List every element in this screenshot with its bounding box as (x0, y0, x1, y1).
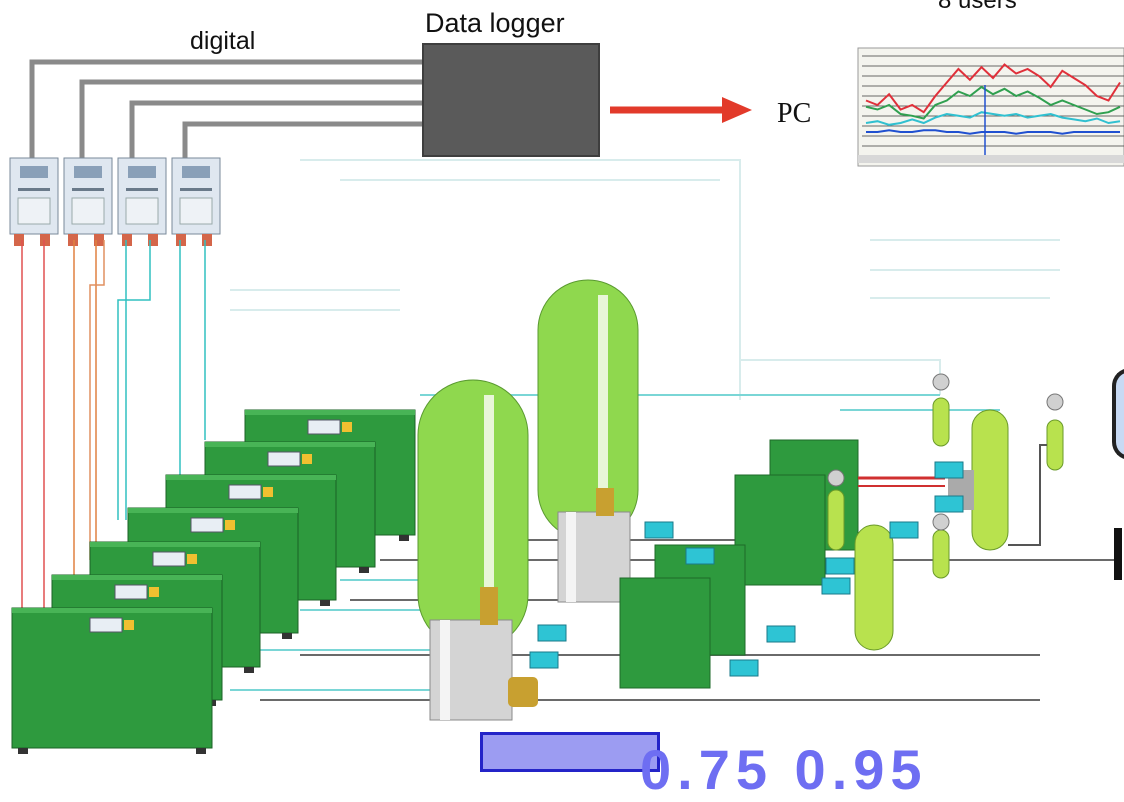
highlight-box (480, 732, 660, 772)
receiver-tank-right (537, 279, 639, 603)
users-label: 8 users (938, 0, 1017, 14)
trend-series-3 (866, 129, 1120, 135)
receiver-tank-left (417, 379, 538, 721)
digital-label: digital (190, 27, 256, 55)
arrow-to-pc (610, 97, 752, 123)
sensor-1 (529, 651, 559, 669)
sensor-7 (825, 557, 855, 575)
signal-wires (21, 240, 206, 650)
compressor-7 (11, 607, 213, 754)
sensor-4 (685, 547, 715, 565)
trend-series-2 (865, 85, 1121, 120)
flow-meter-1 (9, 157, 59, 246)
compressor-stack (11, 409, 416, 754)
trend-series-4 (865, 111, 1121, 126)
sensor-11 (821, 577, 851, 595)
bottom-values-text: 0.75 0.95 (640, 738, 928, 801)
compressed-air-monitoring-diagram: Data logger digital PC 8 users 0.75 0.95 (9, 0, 1124, 801)
flow-meter-2 (63, 157, 113, 246)
diagram-canvas (9, 43, 1124, 754)
sensor-5 (729, 659, 759, 677)
filters-separators (827, 373, 1064, 651)
sensor-8 (889, 521, 919, 539)
faint-schematic-lines (230, 159, 1060, 400)
trend-chart (857, 47, 1124, 167)
digital-cables (29, 59, 425, 165)
trend-series-1 (865, 63, 1121, 114)
sensor-9 (934, 461, 964, 479)
data-logger-label: Data logger (425, 8, 565, 38)
flow-meter-3 (117, 157, 167, 246)
sensor-3 (644, 521, 674, 539)
dryer-units (619, 439, 945, 689)
flow-meter-4 (171, 157, 221, 246)
sensor-6 (766, 625, 796, 643)
sensor-10 (934, 495, 964, 513)
sensor-2 (537, 624, 567, 642)
data-logger-box (422, 43, 600, 157)
flow-meters (9, 157, 221, 246)
right-edge-bracket-shape (1112, 368, 1124, 460)
right-edge-bar (1114, 528, 1122, 580)
pc-label: PC (777, 98, 812, 129)
cyan-sensors (529, 461, 964, 677)
